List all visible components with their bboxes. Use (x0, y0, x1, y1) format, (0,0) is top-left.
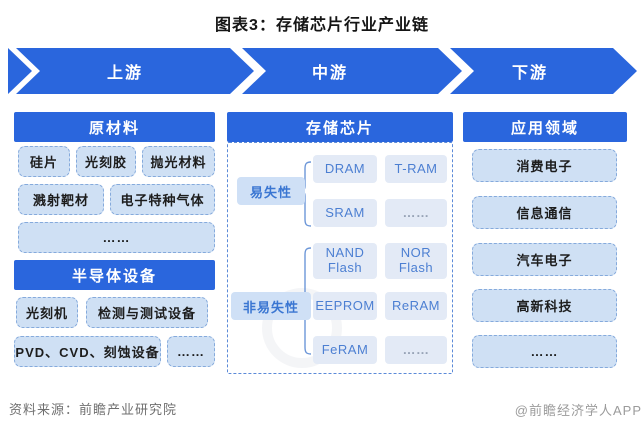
memory-type-item: EEPROM (313, 292, 377, 320)
arrow-lead-chevron-icon (8, 48, 32, 94)
brand-note: @前瞻经济学人APP (514, 403, 642, 418)
arrow-segment-downstream (450, 48, 637, 94)
memory-group-label-nonvolatile: 非易失性 (231, 292, 311, 320)
figure-title: 图表3：存储芯片行业产业链 (215, 17, 429, 34)
memory-type-item-ellipsis: …… (385, 336, 447, 364)
header-application-field: 应用领域 (463, 112, 627, 142)
memory-type-item: NOR Flash (385, 243, 447, 279)
memory-type-item: NAND Flash (313, 243, 377, 279)
arrow-segment-midstream (242, 48, 462, 94)
memory-type-item: DRAM (313, 155, 377, 183)
equipment-item: 检测与测试设备 (86, 297, 208, 328)
application-item: 高新科技 (472, 289, 617, 322)
raw-material-item: 抛光材料 (142, 146, 215, 177)
header-semiconductor-equipment: 半导体设备 (14, 260, 215, 290)
raw-material-item: 电子特种气体 (110, 184, 215, 215)
raw-material-item: 硅片 (18, 146, 70, 177)
equipment-item: PVD、CVD、刻蚀设备 (14, 336, 161, 367)
raw-material-item: 光刻胶 (76, 146, 136, 177)
memory-type-item: SRAM (313, 199, 377, 227)
raw-material-item: 溅射靶材 (18, 184, 104, 215)
memory-chip-panel (227, 142, 453, 374)
memory-type-item: T-RAM (385, 155, 447, 183)
application-item: 信息通信 (472, 196, 617, 229)
equipment-item-ellipsis: …… (167, 336, 215, 367)
memory-type-item: FeRAM (313, 336, 377, 364)
memory-group-label-volatile: 易失性 (237, 177, 305, 205)
process-arrow-band (8, 48, 637, 94)
memory-type-item-ellipsis: …… (385, 199, 447, 227)
arrow-segment-upstream (16, 48, 254, 94)
source-note: 资料来源：前瞻产业研究院 (9, 402, 178, 417)
application-item-ellipsis: …… (472, 335, 617, 368)
application-item: 汽车电子 (472, 243, 617, 276)
header-memory-chip: 存储芯片 (227, 112, 453, 142)
header-raw-materials: 原材料 (14, 112, 215, 142)
application-item: 消费电子 (472, 149, 617, 182)
raw-material-item-ellipsis: …… (18, 222, 215, 253)
memory-type-item: ReRAM (385, 292, 447, 320)
equipment-item: 光刻机 (16, 297, 78, 328)
